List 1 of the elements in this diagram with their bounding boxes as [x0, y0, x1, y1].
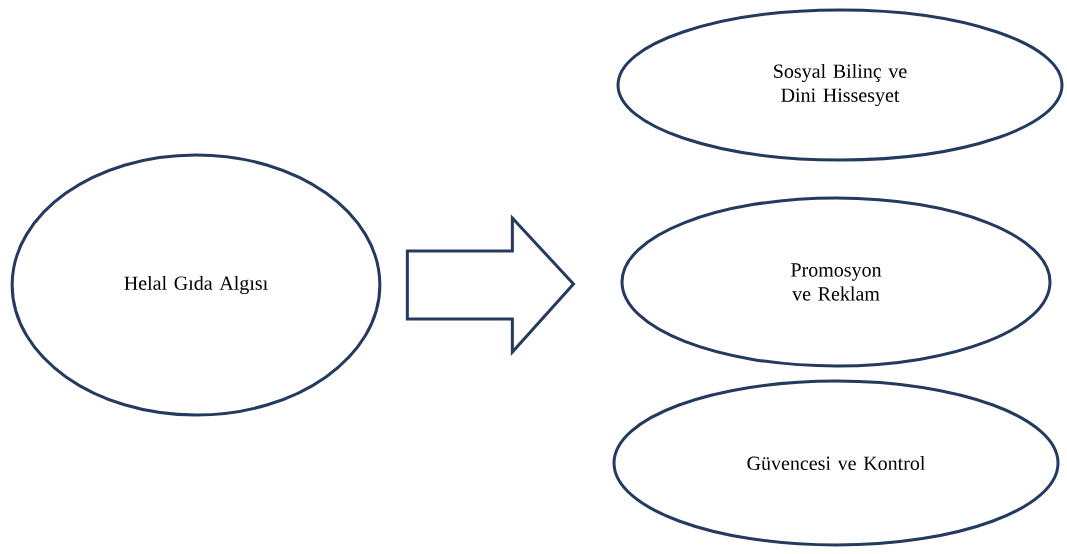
block-arrow	[405, 214, 576, 356]
